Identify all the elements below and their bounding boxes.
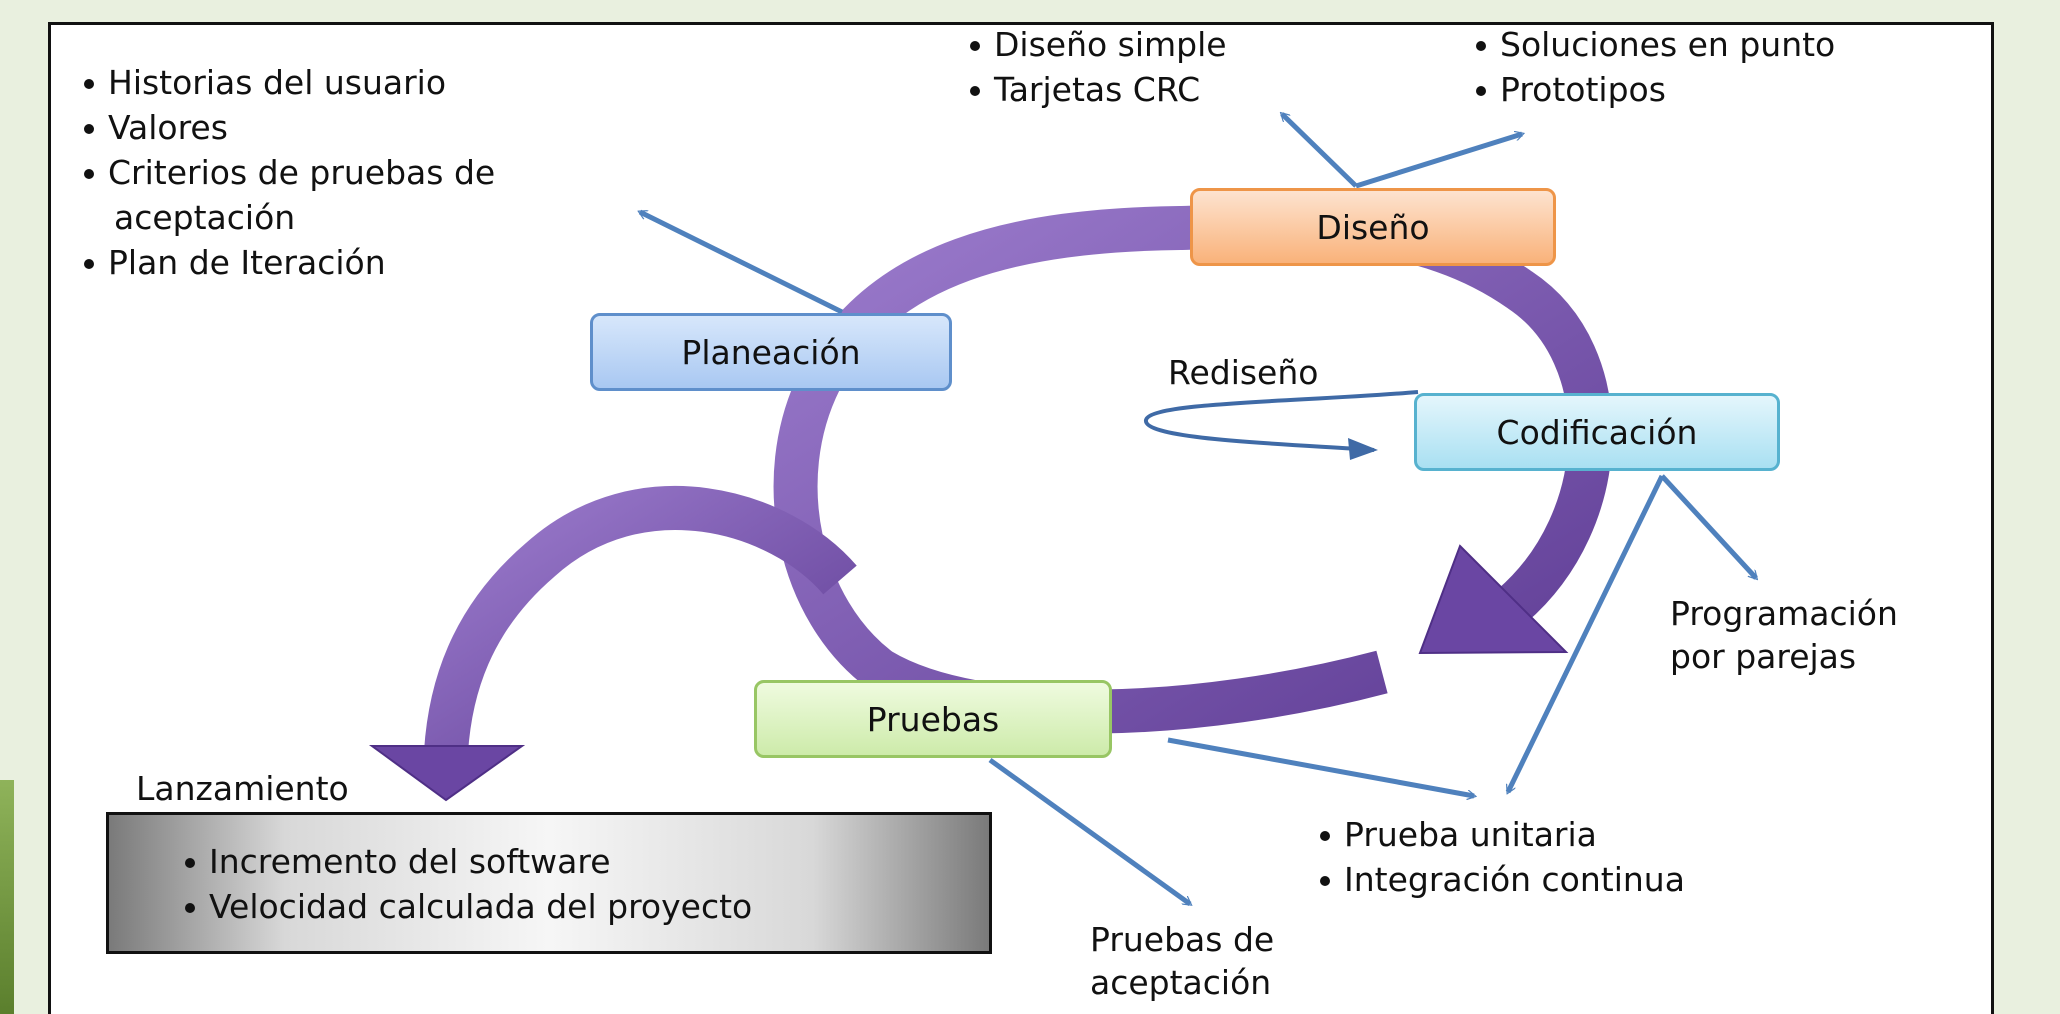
list-item: Velocidad calculada del proyecto xyxy=(179,884,989,929)
list-item-text: aceptación xyxy=(114,198,296,237)
list-item: Criterios de pruebas de xyxy=(78,150,495,195)
label-line: por parejas xyxy=(1670,637,1857,676)
list-item: Incremento del software xyxy=(179,839,989,884)
list-item: Plan de Iteración xyxy=(78,240,495,285)
diseno-list-right: Soluciones en punto Prototipos xyxy=(1470,22,1835,112)
pruebas-connector-unit xyxy=(1167,737,1474,796)
redesign-label: Rediseño xyxy=(1168,353,1319,392)
release-box: Incremento del software Velocidad calcul… xyxy=(106,812,992,954)
list-item: Valores xyxy=(78,105,495,150)
release-arrowhead xyxy=(368,745,526,802)
acceptance-tests-label: Pruebas de aceptación xyxy=(1090,918,1274,1004)
cycle-arrowhead xyxy=(1418,544,1569,655)
codificacion-connector-tests xyxy=(1505,474,1665,792)
release-arrow-body xyxy=(424,486,857,754)
codificacion-connector-pair xyxy=(1660,474,1756,578)
list-item: Prueba unitaria xyxy=(1314,812,1685,857)
diseno-list-left: Diseño simple Tarjetas CRC xyxy=(964,22,1227,112)
list-item: Diseño simple xyxy=(964,22,1227,67)
list-item: Soluciones en punto xyxy=(1470,22,1835,67)
planeacion-list: Historias del usuario Valores Criterios … xyxy=(78,60,495,285)
testing-list: Prueba unitaria Integración continua xyxy=(1314,812,1685,902)
diseno-connector-right xyxy=(1355,134,1522,189)
slide-accent-bar xyxy=(0,780,14,1014)
pair-programming-label: Programación por parejas xyxy=(1670,592,1898,678)
list-item: Integración continua xyxy=(1314,857,1685,902)
label-line: Pruebas de xyxy=(1090,920,1275,959)
phase-pruebas: Pruebas xyxy=(754,680,1112,758)
list-item: Tarjetas CRC xyxy=(964,67,1227,112)
release-label: Lanzamiento xyxy=(136,769,349,808)
planeacion-connector xyxy=(640,209,844,315)
list-item: Prototipos xyxy=(1470,67,1835,112)
list-item-continuation: aceptación xyxy=(78,195,495,240)
phase-codificacion: Codificación xyxy=(1414,393,1780,471)
redesign-loop-arrow xyxy=(1144,390,1419,452)
phase-planeacion: Planeación xyxy=(590,313,952,391)
pruebas-connector-acceptance xyxy=(988,757,1190,907)
redesign-loop-arrowhead xyxy=(1348,438,1378,460)
list-item: Historias del usuario xyxy=(78,60,495,105)
release-list: Incremento del software Velocidad calcul… xyxy=(179,839,989,929)
label-line: Programación xyxy=(1670,594,1898,633)
diseno-connector-left xyxy=(1282,114,1358,188)
phase-diseno: Diseño xyxy=(1190,188,1556,266)
label-line: aceptación xyxy=(1090,963,1272,1002)
